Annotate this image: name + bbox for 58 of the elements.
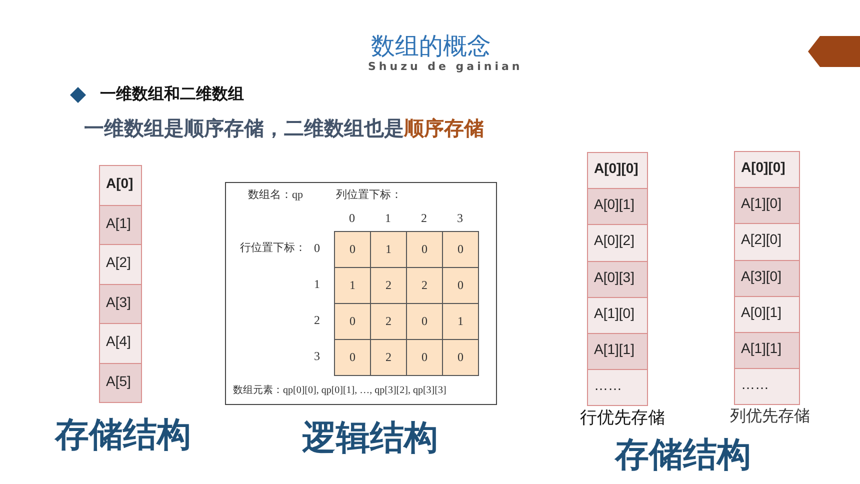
array-cell: …… — [587, 369, 648, 406]
matrix-cell: 2 — [370, 303, 407, 340]
array-cell: …… — [734, 368, 800, 406]
matrix-cell: 1 — [334, 267, 371, 304]
matrix-cell: 0 — [442, 231, 479, 268]
matrix-cell: 0 — [442, 339, 479, 376]
array-cell: A[0][0] — [734, 151, 800, 188]
matrix-cell: 2 — [406, 267, 443, 304]
matrix-figure-frame — [225, 182, 497, 405]
column-index: 3 — [457, 212, 463, 226]
row-index: 1 — [314, 278, 320, 292]
matrix-cell: 1 — [370, 231, 407, 268]
matrix-cell: 0 — [406, 231, 443, 268]
matrix-cell: 0 — [334, 303, 371, 340]
array-cell: A[1] — [99, 204, 142, 245]
row-index: 0 — [314, 242, 320, 256]
slide-subtitle: Shuzu de gainian — [368, 61, 523, 74]
array-cell: A[1][0] — [734, 187, 800, 224]
row-index-title: 行位置下标： — [240, 242, 306, 255]
element-list-text: 数组元素：qp[0][0], qp[0][1], …, qp[3][2], qp[3][3] — [233, 385, 446, 396]
row-index: 2 — [314, 314, 320, 328]
slide-title: 数组的概念 — [371, 33, 491, 61]
array-cell: A[2] — [99, 244, 142, 284]
array-cell: A[0][1] — [587, 188, 648, 226]
column-caption: 列优先存储 — [730, 407, 810, 426]
column-index: 2 — [421, 212, 427, 226]
column-index: 1 — [385, 212, 391, 226]
section-heading: 一维数组和二维数组 — [100, 85, 244, 104]
column-index-title: 列位置下标： — [336, 189, 402, 202]
matrix-cell: 0 — [406, 303, 443, 340]
column-index: 0 — [349, 212, 355, 226]
array-cell: A[0] — [99, 165, 142, 206]
matrix-cell: 0 — [334, 231, 371, 268]
statement-text: 一维数组是顺序存储，二维数组也是顺序存储 — [84, 117, 484, 140]
array-cell: A[1][1] — [587, 333, 648, 370]
matrix-cell: 2 — [370, 339, 407, 376]
array-cell: A[0][3] — [587, 260, 648, 298]
row-index: 3 — [314, 350, 320, 364]
column-caption: 行优先存储 — [580, 409, 665, 429]
array-cell: A[0][1] — [734, 296, 800, 333]
array-cell: A[2][0] — [734, 223, 800, 261]
array-cell: A[0][2] — [587, 224, 648, 262]
matrix-cell: 2 — [370, 267, 407, 304]
array-cell: A[3][0] — [734, 260, 800, 297]
structure-heading: 存储结构 — [55, 416, 191, 456]
matrix-cell: 1 — [442, 303, 479, 340]
array-cell: A[5] — [99, 362, 142, 403]
array-name-text: 数组名：qp — [248, 189, 303, 202]
array-cell: A[1][0] — [587, 296, 648, 334]
matrix-cell: 0 — [334, 339, 371, 376]
matrix-cell: 0 — [406, 339, 443, 376]
array-cell: A[4] — [99, 323, 142, 364]
array-cell: A[3] — [99, 284, 142, 324]
matrix-cell: 0 — [442, 267, 479, 304]
array-cell: A[1][1] — [734, 332, 800, 370]
structure-heading: 存储结构 — [615, 436, 751, 476]
structure-heading: 逻辑结构 — [302, 419, 438, 458]
array-cell: A[0][0] — [587, 152, 648, 190]
